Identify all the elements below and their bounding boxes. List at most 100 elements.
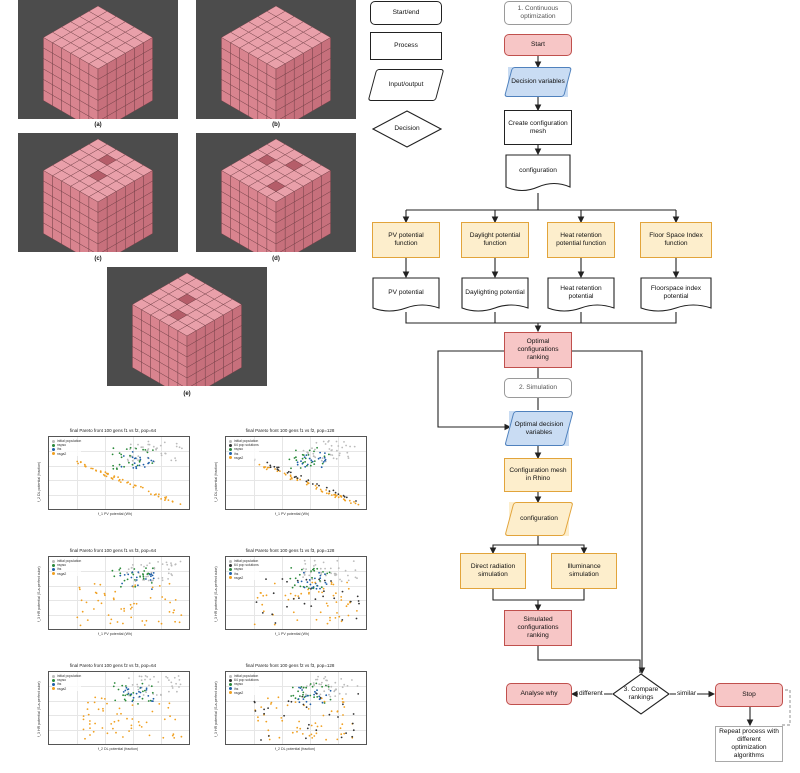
data-point: [310, 724, 313, 727]
data-point: [128, 677, 130, 679]
data-point: [260, 739, 262, 741]
data-point: [170, 564, 173, 566]
data-point: [256, 596, 259, 599]
data-point: [135, 467, 138, 470]
data-point: [165, 675, 167, 678]
data-point: [267, 707, 269, 709]
data-point: [347, 614, 350, 617]
data-point: [168, 568, 170, 571]
data-point: [129, 608, 132, 610]
data-point: [320, 586, 323, 589]
plot-title: final Pareto front 100 gens f1 vs f2, po…: [245, 428, 335, 433]
fsi-function-node: Floor Space Index function: [640, 222, 712, 258]
data-point: [253, 623, 256, 626]
data-point: [140, 564, 143, 566]
gridline: [226, 585, 366, 587]
data-point: [100, 697, 103, 700]
data-point: [301, 733, 304, 735]
pv-function-node: PV potential function: [372, 222, 440, 258]
data-point: [253, 700, 256, 703]
data-point: [295, 475, 297, 478]
legend-swatch: [52, 563, 55, 567]
scatter-points: [254, 440, 360, 506]
data-point: [152, 449, 154, 451]
data-point: [143, 624, 146, 626]
data-point: [302, 703, 305, 706]
data-point: [295, 456, 297, 459]
gridline: [282, 437, 283, 509]
scatter-points: [253, 675, 360, 741]
data-point: [323, 579, 326, 582]
data-point: [334, 681, 337, 684]
data-point: [326, 605, 329, 607]
data-point: [316, 696, 319, 698]
data-point: [315, 678, 317, 681]
hr-potential-label: Heat retention potential: [560, 285, 602, 300]
data-point: [123, 465, 125, 468]
cube-d-image: [221, 138, 331, 252]
data-point: [328, 713, 331, 716]
data-point: [343, 496, 346, 498]
data-point: [131, 451, 134, 453]
data-point: [354, 569, 357, 572]
data-point: [355, 500, 357, 502]
data-point: [319, 611, 322, 614]
plot-title: final Pareto front 100 gens f1 vs f2, po…: [69, 428, 157, 433]
data-point: [324, 676, 327, 678]
data-point: [303, 602, 306, 605]
data-point: [319, 456, 322, 459]
data-point: [347, 587, 350, 590]
data-point: [127, 568, 130, 571]
gridline: [49, 600, 189, 601]
data-point: [303, 571, 305, 574]
data-point: [168, 582, 171, 585]
data-point: [143, 570, 146, 572]
data-point: [150, 685, 153, 688]
data-point: [257, 719, 259, 722]
data-point: [330, 580, 332, 582]
data-point: [177, 675, 180, 677]
data-point: [274, 622, 277, 624]
data-point: [336, 559, 339, 562]
data-point: [332, 489, 335, 492]
data-point: [335, 440, 338, 443]
data-point: [312, 452, 315, 455]
data-point: [358, 602, 360, 605]
x-axis-label: f_2 DL potential (fraction): [98, 747, 139, 751]
data-point: [314, 448, 316, 451]
pv-potential-node: PV potential: [372, 277, 440, 315]
data-point: [163, 718, 166, 721]
data-point: [318, 695, 321, 698]
data-point: [313, 559, 316, 562]
data-point: [168, 679, 170, 681]
data-point: [317, 591, 320, 593]
data-point: [110, 477, 113, 479]
gridline: [254, 672, 255, 744]
legend-entry: ihs: [52, 567, 81, 571]
daylight-function-node: Daylight potential function: [461, 222, 529, 258]
data-point: [81, 610, 84, 613]
legend-label: initial population: [234, 439, 259, 443]
legend-swatch: [52, 678, 55, 682]
data-point: [141, 697, 144, 700]
data-point: [284, 594, 287, 597]
data-point: [303, 696, 306, 699]
data-point: [105, 472, 108, 475]
data-point: [330, 581, 333, 584]
data-point: [286, 704, 289, 707]
data-point: [262, 610, 265, 613]
data-point: [164, 496, 166, 499]
data-point: [330, 583, 333, 585]
data-point: [334, 493, 337, 496]
cube-caption-a: (a): [94, 122, 102, 128]
data-point: [113, 475, 116, 477]
data-point: [338, 615, 341, 618]
data-point: [290, 695, 293, 697]
legend-entry: nspso: [52, 443, 81, 447]
data-point: [321, 701, 324, 704]
data-point: [131, 571, 134, 574]
data-point: [153, 675, 155, 678]
data-point: [336, 738, 339, 741]
data-point: [335, 457, 338, 460]
